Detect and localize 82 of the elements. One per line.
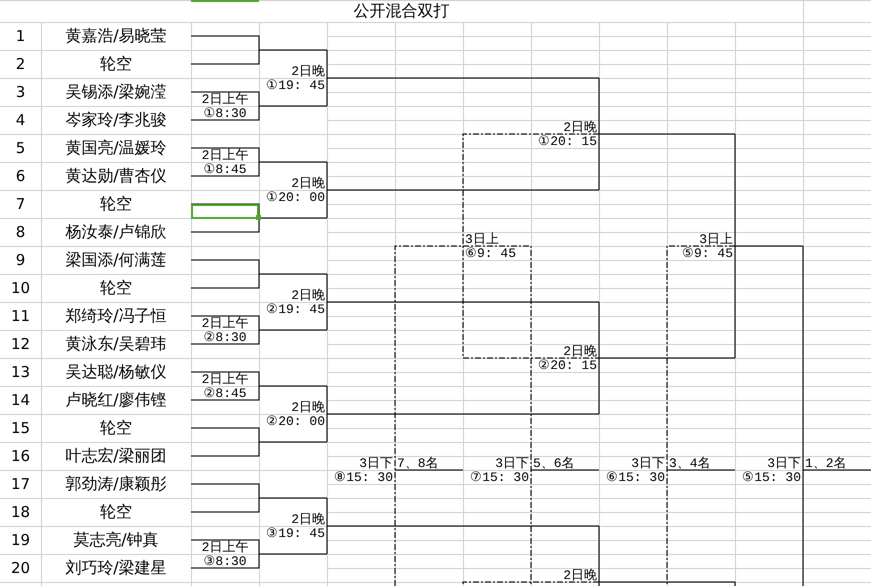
bye-label: 轮空: [100, 56, 132, 72]
match-day-label: 2日晚: [291, 176, 325, 190]
match-time-label: ①20: 15: [538, 134, 597, 148]
row-number: 12: [10, 336, 30, 352]
row-number: 4: [16, 112, 26, 128]
match-day-label: 2日上午: [202, 372, 248, 386]
team-name: 莫志亮/钟真: [73, 532, 159, 548]
team-name: 梁国添/何满莲: [65, 252, 167, 268]
team-name: 黄达勋/曹杏仪: [65, 168, 167, 184]
row-number: 6: [16, 168, 26, 184]
team-name: 叶志宏/梁丽团: [65, 448, 167, 464]
placement-label: 1、2名: [805, 456, 847, 470]
team-name: 吴达聪/杨敏仪: [65, 364, 167, 380]
team-name: 郑绮玲/冯子恒: [65, 308, 167, 324]
team-name: 岑家玲/李兆骏: [65, 112, 167, 128]
match-day-label: 3日下: [359, 456, 393, 470]
match-day-label: 2日晚: [291, 288, 325, 302]
row-number: 10: [10, 280, 30, 296]
match-time-label: ②20: 00: [266, 414, 325, 428]
match-day-label: 2日晚: [563, 120, 597, 134]
match-time-label: ②19: 45: [266, 302, 325, 316]
team-name: 杨汝泰/卢锦欣: [65, 224, 167, 240]
row-number: 3: [16, 84, 26, 100]
placement-label: 3、4名: [669, 456, 711, 470]
bye-label: 轮空: [100, 504, 132, 520]
match-day-label: 2日上午: [202, 92, 248, 106]
match-time-label: ③19: 45: [266, 526, 325, 540]
match-time-label: ①8:30: [203, 106, 247, 120]
match-day-label: 3日上: [699, 232, 733, 246]
row-number: 17: [10, 476, 30, 492]
row-number: 14: [10, 392, 30, 408]
match-day-label: 3日下: [631, 456, 665, 470]
row-number: 18: [10, 504, 30, 520]
row-number: 2: [16, 56, 26, 72]
match-time-label: ⑤15: 30: [742, 470, 801, 484]
row-number: 13: [10, 364, 30, 380]
placement-label: 7、8名: [397, 456, 439, 470]
team-name: 吴锡添/梁婉滢: [65, 84, 167, 100]
match-time-label: ②20: 15: [538, 358, 597, 372]
row-number: 1: [16, 28, 26, 44]
match-day-label: 2日晚: [291, 400, 325, 414]
match-time-label: ①8:45: [203, 162, 247, 176]
match-time-label: ①19: 45: [266, 78, 325, 92]
row-number: 15: [10, 420, 30, 436]
row-number: 11: [10, 308, 30, 324]
match-time-label: ②8:45: [203, 386, 247, 400]
row-number: 8: [16, 224, 26, 240]
match-day-label: 2日晚: [291, 64, 325, 78]
match-time-label: ①20: 00: [266, 190, 325, 204]
match-day-label: 3日下: [767, 456, 801, 470]
team-name: 黄国亮/温媛玲: [65, 140, 167, 156]
team-name: 卢晓红/廖伟铿: [65, 392, 167, 408]
team-name: 黄泳东/吴碧玮: [65, 336, 167, 352]
match-day-label: 3日下: [495, 456, 529, 470]
sheet-title: 公开混合双打: [354, 3, 450, 19]
placement-label: 5、6名: [533, 456, 575, 470]
match-day-label: 3日上: [465, 232, 499, 246]
bye-label: 轮空: [100, 196, 132, 212]
match-time-label: ⑤9: 45: [682, 246, 733, 260]
match-time-label: ⑥15: 30: [606, 470, 665, 484]
row-number: 19: [10, 532, 30, 548]
row-number: 7: [16, 196, 26, 212]
match-day-label: 2日晚: [291, 512, 325, 526]
match-time-label: ⑦15: 30: [470, 470, 529, 484]
match-time-label: ②8:30: [203, 330, 247, 344]
bye-label: 轮空: [100, 420, 132, 436]
match-day-label: 2日晚: [563, 568, 597, 582]
match-day-label: 2日上午: [202, 316, 248, 330]
team-name: 刘巧玲/梁建星: [65, 560, 167, 576]
match-day-label: 2日上午: [202, 540, 248, 554]
team-name: 郭劲涛/康颖彤: [65, 476, 167, 492]
bye-label: 轮空: [100, 280, 132, 296]
row-number: 9: [16, 252, 26, 268]
match-day-label: 2日上午: [202, 148, 248, 162]
team-name: 黄嘉浩/易晓莹: [65, 28, 167, 44]
row-number: 16: [10, 448, 30, 464]
match-time-label: ⑥9: 45: [465, 246, 516, 260]
match-time-label: ③8:30: [203, 554, 247, 568]
row-number: 20: [10, 560, 30, 576]
match-day-label: 2日晚: [563, 344, 597, 358]
match-time-label: ⑧15: 30: [334, 470, 393, 484]
row-number: 5: [16, 140, 26, 156]
